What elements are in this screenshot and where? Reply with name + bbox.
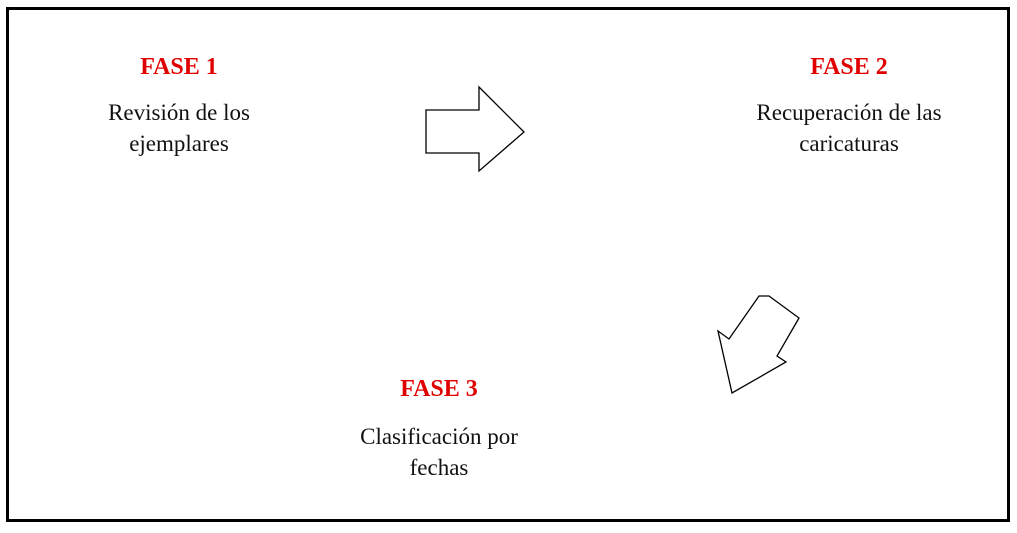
phase-1: FASE 1 Revisión de los ejemplares (49, 53, 309, 159)
phase-1-title: FASE 1 (140, 54, 218, 80)
phase-3-description-line-1: Clasificación por (360, 424, 518, 449)
phase-2-description-line-1: Recuperación de las (756, 100, 942, 125)
down-left-arrow-icon (716, 295, 800, 395)
phase-3: FASE 3 Clasificación por fechas (309, 375, 569, 483)
diagram-frame: FASE 1 Revisión de los ejemplares FASE 2… (6, 7, 1010, 522)
phase-3-description-line-2: fechas (409, 455, 469, 480)
phase-1-description: Revisión de los ejemplares (49, 97, 309, 159)
phase-1-description-line-2: ejemplares (129, 131, 229, 156)
phase-3-description: Clasificación por fechas (309, 421, 569, 483)
phase-2-description-line-2: caricaturas (799, 131, 899, 156)
phase-3-title: FASE 3 (400, 376, 478, 402)
right-arrow-icon (425, 85, 525, 173)
phase-2-title: FASE 2 (810, 54, 888, 80)
phase-2: FASE 2 Recuperación de las caricaturas (699, 53, 999, 159)
phase-2-description: Recuperación de las caricaturas (699, 97, 999, 159)
phase-1-description-line-1: Revisión de los (108, 100, 250, 125)
